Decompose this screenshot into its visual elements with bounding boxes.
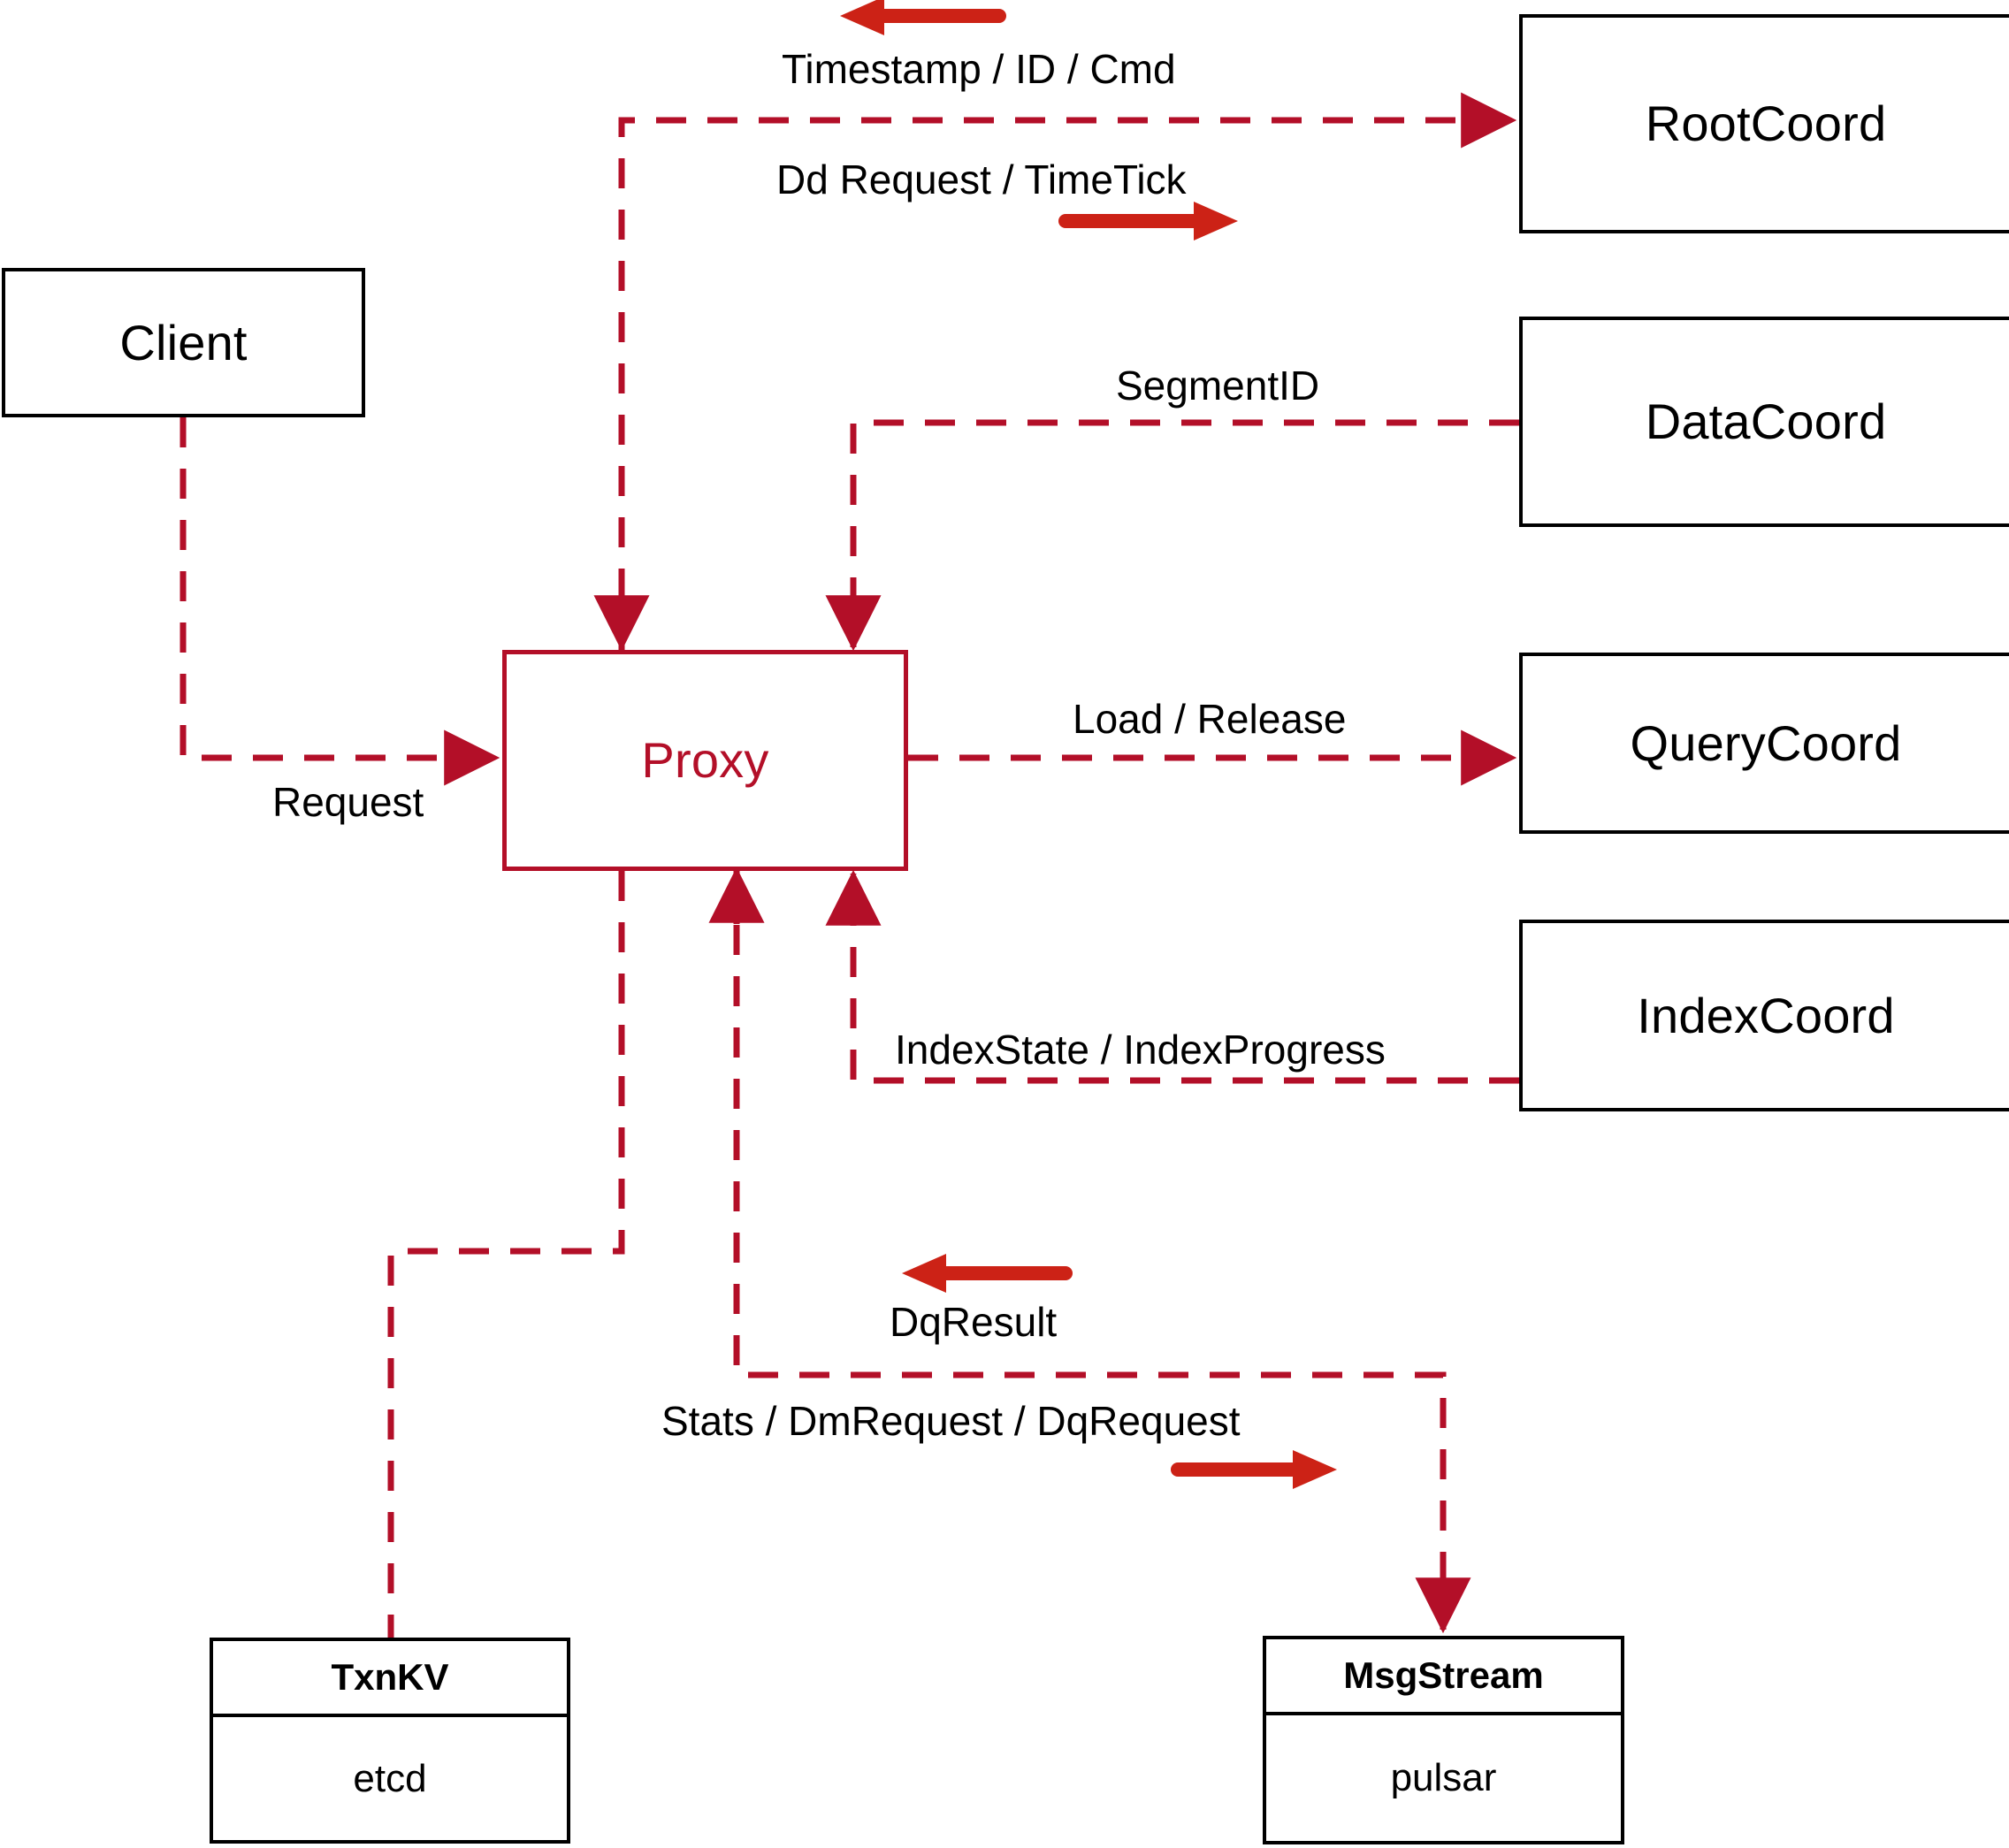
edge-label-stats-dm-dq-request: Stats / DmRequest / DqRequest <box>661 1398 1241 1444</box>
node-querycoord-label: QueryCoord <box>1630 714 1902 771</box>
node-indexcoord[interactable]: IndexCoord <box>1519 920 2009 1111</box>
node-msgstream-title: MsgStream <box>1266 1639 1621 1715</box>
dd-request-timetick-direction-arrow <box>1058 202 1238 241</box>
node-client[interactable]: Client <box>2 268 365 417</box>
dq-result-direction-arrow <box>902 1254 1073 1293</box>
edge-client-to-proxy <box>180 417 500 786</box>
edge-datacoord-to-proxy <box>825 419 1519 652</box>
edge-label-request: Request <box>272 779 424 825</box>
edge-label-load-release: Load / Release <box>1073 696 1347 742</box>
node-txnkv[interactable]: TxnKV etcd <box>210 1638 570 1844</box>
node-indexcoord-label: IndexCoord <box>1637 987 1895 1043</box>
node-datacoord[interactable]: DataCoord <box>1519 317 2009 527</box>
node-rootcoord-label: RootCoord <box>1645 95 1887 151</box>
node-msgstream[interactable]: MsgStream pulsar <box>1263 1636 1624 1844</box>
stats-dm-dq-request-direction-arrow <box>1171 1450 1337 1489</box>
node-proxy-label: Proxy <box>641 732 769 788</box>
node-querycoord[interactable]: QueryCoord <box>1519 653 2009 834</box>
node-rootcoord[interactable]: RootCoord <box>1519 14 2009 233</box>
edge-proxy-to-msgstream <box>708 867 1471 1634</box>
node-txnkv-impl: etcd <box>353 1756 427 1800</box>
edge-label-index-state-progress: IndexState / IndexProgress <box>895 1027 1386 1073</box>
node-txnkv-title: TxnKV <box>213 1641 567 1717</box>
edge-label-timestamp-id-cmd: Timestamp / ID / Cmd <box>782 46 1176 92</box>
edge-label-segment-id: SegmentID <box>1116 363 1320 409</box>
edge-label-dd-request-timetick: Dd Request / TimeTick <box>776 157 1187 202</box>
edge-label-dq-result: DqResult <box>890 1299 1058 1345</box>
node-proxy[interactable]: Proxy <box>502 650 908 871</box>
node-client-label: Client <box>119 314 248 370</box>
node-msgstream-impl: pulsar <box>1390 1756 1497 1799</box>
timestamp-id-cmd-direction-arrow <box>840 0 1006 35</box>
node-datacoord-label: DataCoord <box>1645 393 1887 449</box>
edge-proxy-to-txnkv <box>387 871 625 1638</box>
